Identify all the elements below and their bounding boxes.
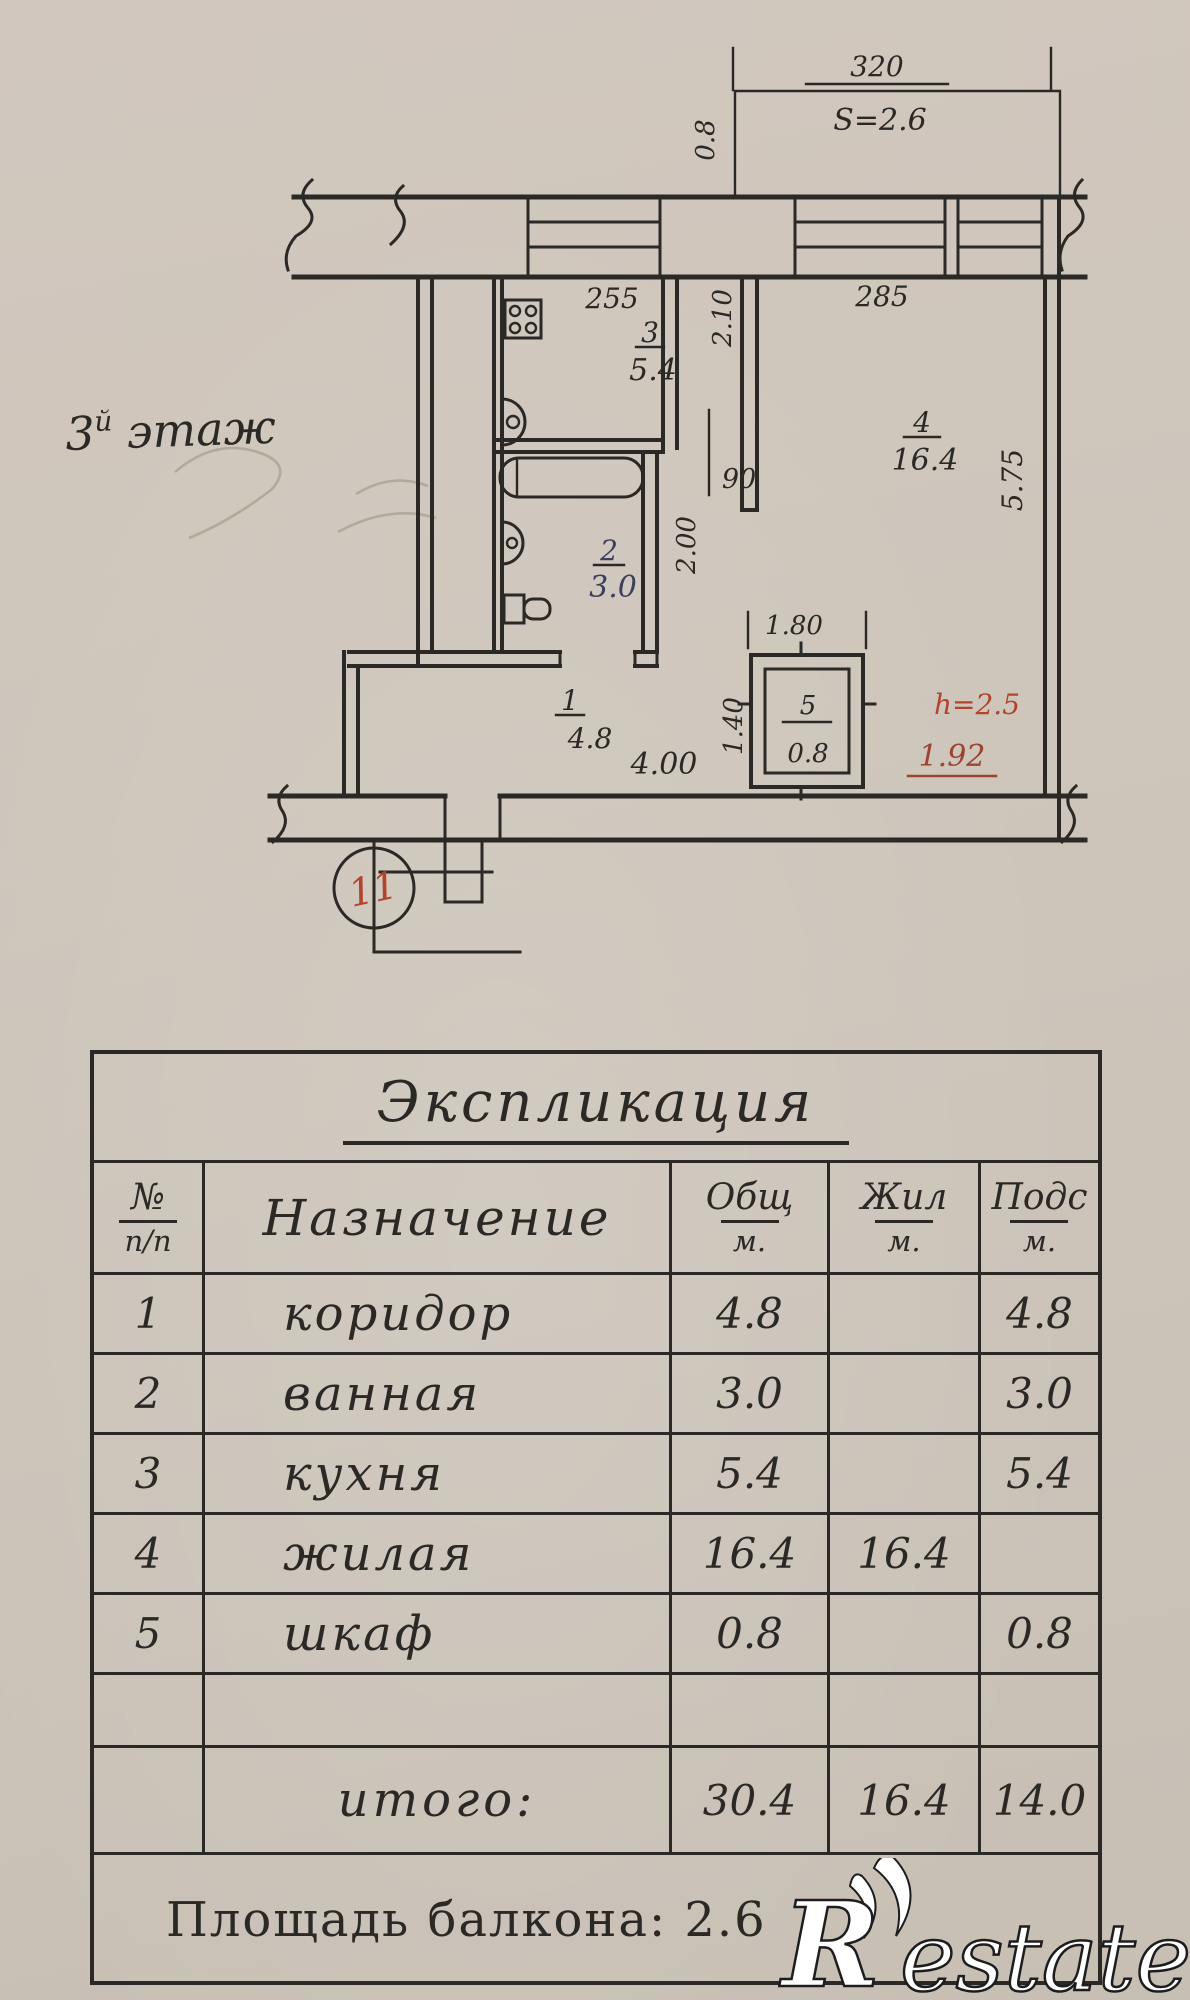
restate-watermark: R estate <box>778 1854 1190 2000</box>
ceiling-height-note: h=2.5 <box>934 688 1020 721</box>
room-label-hallway: 1 4.8 <box>561 684 612 755</box>
header-total-area: Общ м. <box>672 1163 830 1272</box>
explication-table: Экспликация № п/п Назначение Общ м. <box>90 1050 1102 1985</box>
restate-logo-text: estate <box>900 1904 1190 2000</box>
dim-balcony-width-value: 320 <box>850 50 903 83</box>
room-label-closet: 5 0.8 <box>787 691 828 769</box>
balcony-area-label: S=2.6 <box>833 103 926 138</box>
svg-text:4: 4 <box>912 406 931 439</box>
outer-walls <box>267 194 1088 843</box>
svg-text:3.0: 3.0 <box>589 570 637 605</box>
dim-hall-width: 4.00 <box>630 747 698 782</box>
dim-alcove-width: 1.92 <box>919 739 986 774</box>
window-icons <box>526 195 1044 279</box>
total-living-value: 16.4 <box>830 1748 981 1852</box>
total-area-value: 30.4 <box>672 1748 830 1852</box>
restate-logo-initial: R <box>779 1875 880 2000</box>
kitchen-sink-icon <box>500 397 527 447</box>
table-title-row: Экспликация <box>94 1054 1098 1160</box>
dim-room-depth: 5.75 <box>996 449 1029 511</box>
dim-corridor-length: 2.00 <box>672 516 702 575</box>
dim-closet-width: 1.80 <box>765 611 823 641</box>
balcony-area-note: Площадь балкона: 2.6 <box>166 1892 767 1948</box>
svg-text:4.8: 4.8 <box>567 722 613 755</box>
svg-text:11: 11 <box>345 863 401 916</box>
svg-text:3: 3 <box>641 316 659 349</box>
header-living-area: Жил м. <box>830 1163 981 1272</box>
table-header-row: № п/п Назначение Общ м. Жил м. <box>94 1160 1098 1272</box>
dim-balcony-depth: 0.8 <box>691 119 721 160</box>
dim-hall-depth: 1.40 <box>719 697 749 755</box>
svg-text:16.4: 16.4 <box>892 443 959 478</box>
dim-door-width: 90 <box>722 464 756 495</box>
header-num: № п/п <box>94 1163 205 1272</box>
entrance-stub <box>372 838 522 954</box>
bath-sink-icon <box>500 520 525 566</box>
table-row: 3 кухня 5.4 5.4 <box>94 1432 1098 1512</box>
balcony-outline <box>733 89 1062 199</box>
wall-break-marks <box>270 177 1085 845</box>
dim-kitchen-depth: 2.10 <box>708 289 738 348</box>
svg-text:1: 1 <box>561 684 579 717</box>
svg-text:0.8: 0.8 <box>787 739 828 769</box>
room-label-bathroom: 2 3.0 <box>589 534 637 605</box>
table-row: 2 ванная 3.0 3.0 <box>94 1352 1098 1432</box>
table-row: 5 шкаф 0.8 0.8 <box>94 1592 1098 1672</box>
toilet-icon <box>502 593 552 625</box>
dimension-ticks <box>554 46 1053 778</box>
svg-text:5.4: 5.4 <box>629 353 677 388</box>
svg-text:5: 5 <box>800 691 817 721</box>
total-aux-value: 14.0 <box>992 1775 1087 1825</box>
apartment-number-circle: 11 <box>332 846 416 930</box>
header-aux-area: Подс м. <box>991 1176 1088 1258</box>
dim-room-width: 285 <box>854 280 908 313</box>
stove-icon <box>503 298 543 340</box>
balcony-area-row: Площадь балкона: 2.6 <box>94 1852 1098 1985</box>
table-title: Экспликация <box>342 1070 850 1145</box>
room-label-kitchen: 3 5.4 <box>629 316 677 388</box>
table-row: 4 жилая 16.4 16.4 <box>94 1512 1098 1592</box>
dim-kitchen-width: 255 <box>584 282 638 315</box>
table-empty-row <box>94 1672 1098 1745</box>
bathtub-icon <box>498 456 645 499</box>
pencil-scribbles <box>174 446 437 540</box>
header-name: Назначение <box>205 1163 672 1272</box>
closet-outline <box>737 641 877 801</box>
table-total-row: итого: 30.4 16.4 14.0 <box>94 1745 1098 1852</box>
svg-text:2: 2 <box>599 534 618 567</box>
room-label-living: 4 16.4 <box>892 406 959 478</box>
table-row: 1 коридор 4.8 4.8 <box>94 1272 1098 1352</box>
total-label: итого: <box>205 1748 672 1852</box>
